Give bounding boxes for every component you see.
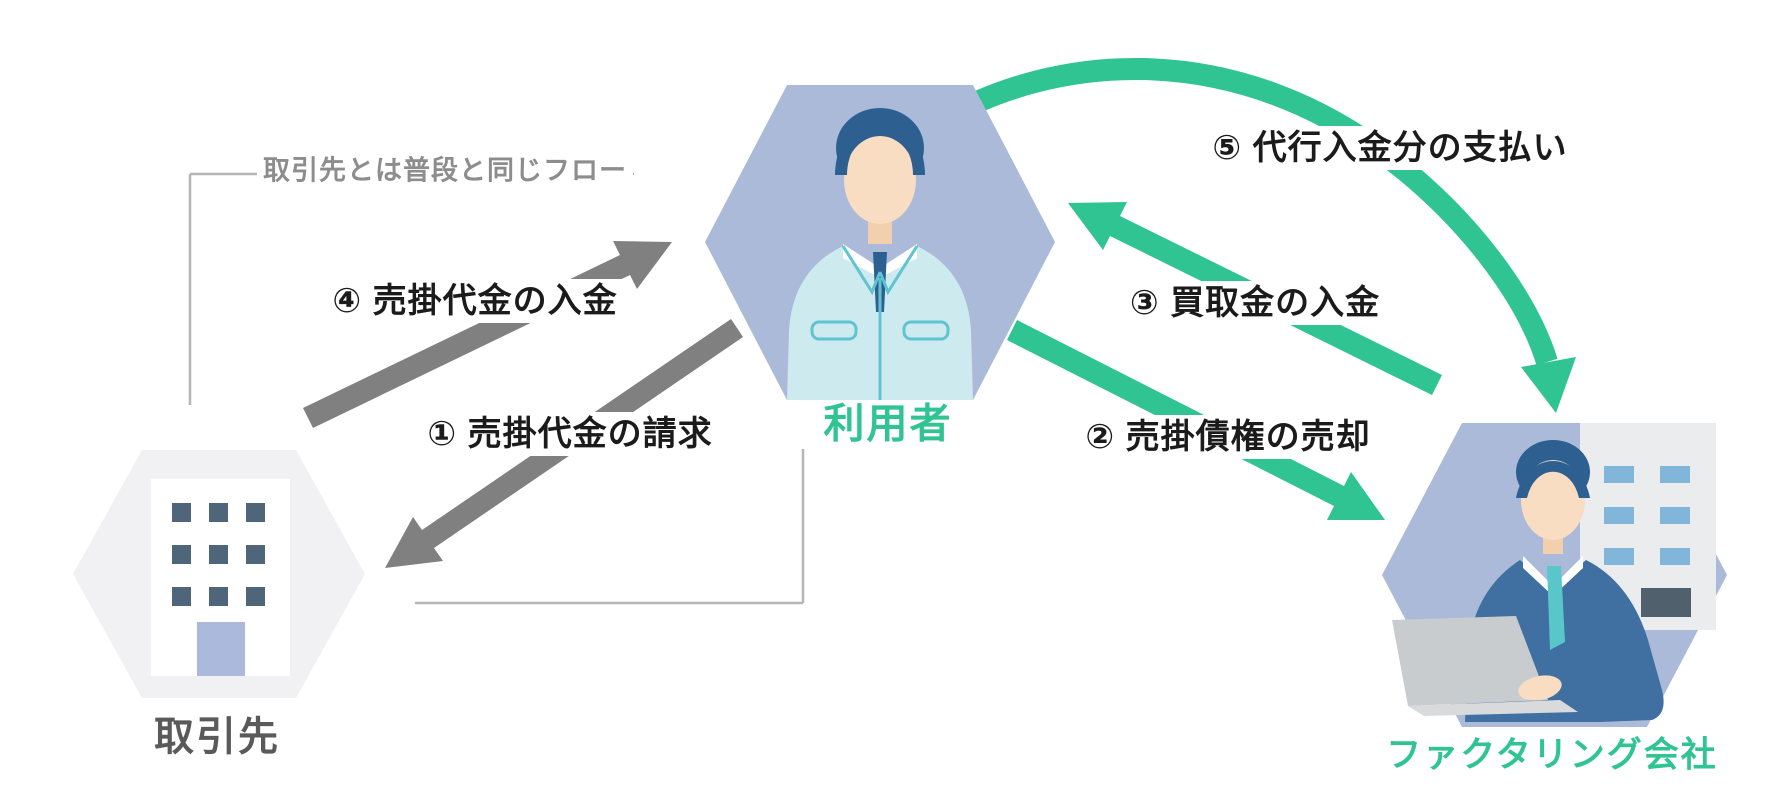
step3-label: ③ 買取金の入金 <box>1119 281 1391 325</box>
step2-label: ② 売掛債権の売却 <box>1075 415 1381 459</box>
laptop-screen <box>1392 616 1548 706</box>
laptop-base <box>1408 700 1578 716</box>
office-building-icon <box>151 479 290 676</box>
note-same-flow-label: 取引先とは普段と同じフロー <box>257 154 633 188</box>
worker-avatar-icon <box>787 108 973 400</box>
factoring-hexagon <box>1382 423 1727 727</box>
user-entity-label: 利用者 <box>823 400 953 447</box>
user-hexagon <box>705 85 1055 400</box>
businessman-laptop-icon <box>1392 440 1664 722</box>
step4-label: ④ 売掛代金の入金 <box>322 279 628 323</box>
hand <box>1518 675 1562 701</box>
factoring-entity-label: ファクタリング会社 <box>1386 735 1718 775</box>
step1-label: ① 売掛代金の請求 <box>417 412 723 456</box>
arrow-step5-head <box>1521 357 1576 413</box>
building-door <box>197 622 245 676</box>
client-entity-label: 取引先 <box>154 715 280 759</box>
client-hexagon <box>73 450 365 698</box>
step5-label: ⑤ 代行入金分の支払い <box>1202 126 1578 170</box>
